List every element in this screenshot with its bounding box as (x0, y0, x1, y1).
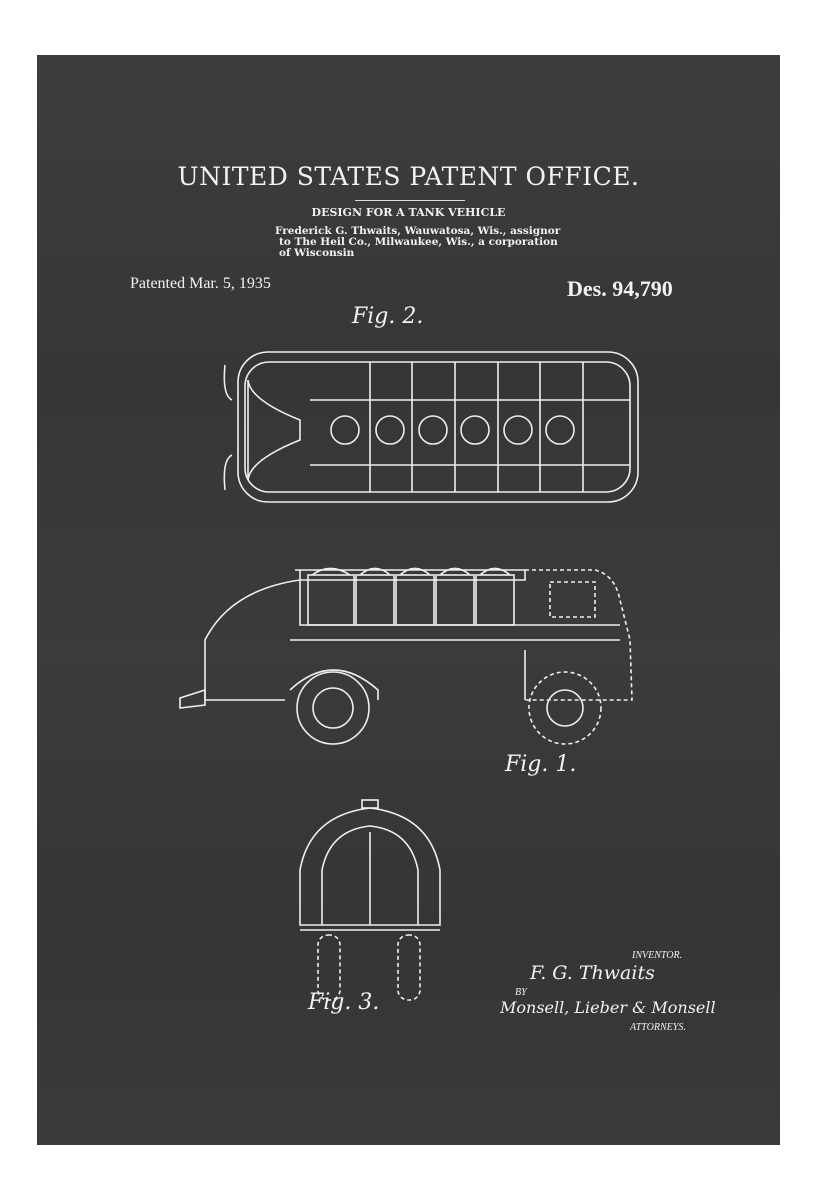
fig1-label: Fig. 1. (505, 752, 576, 777)
by-label: BY (515, 987, 527, 998)
attorneys-signature: Monsell, Lieber & Monsell (500, 998, 716, 1017)
inventor-label: INVENTOR. (632, 950, 682, 961)
inventor-signature: F. G. Thwaits (530, 962, 655, 984)
fig2-top-view (224, 352, 638, 502)
fig3-rear-view (300, 800, 440, 1000)
fig2-label: Fig. 2. (352, 304, 423, 329)
fig3-label: Fig. 3. (308, 990, 379, 1015)
attorneys-label: ATTORNEYS. (630, 1022, 686, 1033)
fig1-side-view (180, 569, 632, 745)
